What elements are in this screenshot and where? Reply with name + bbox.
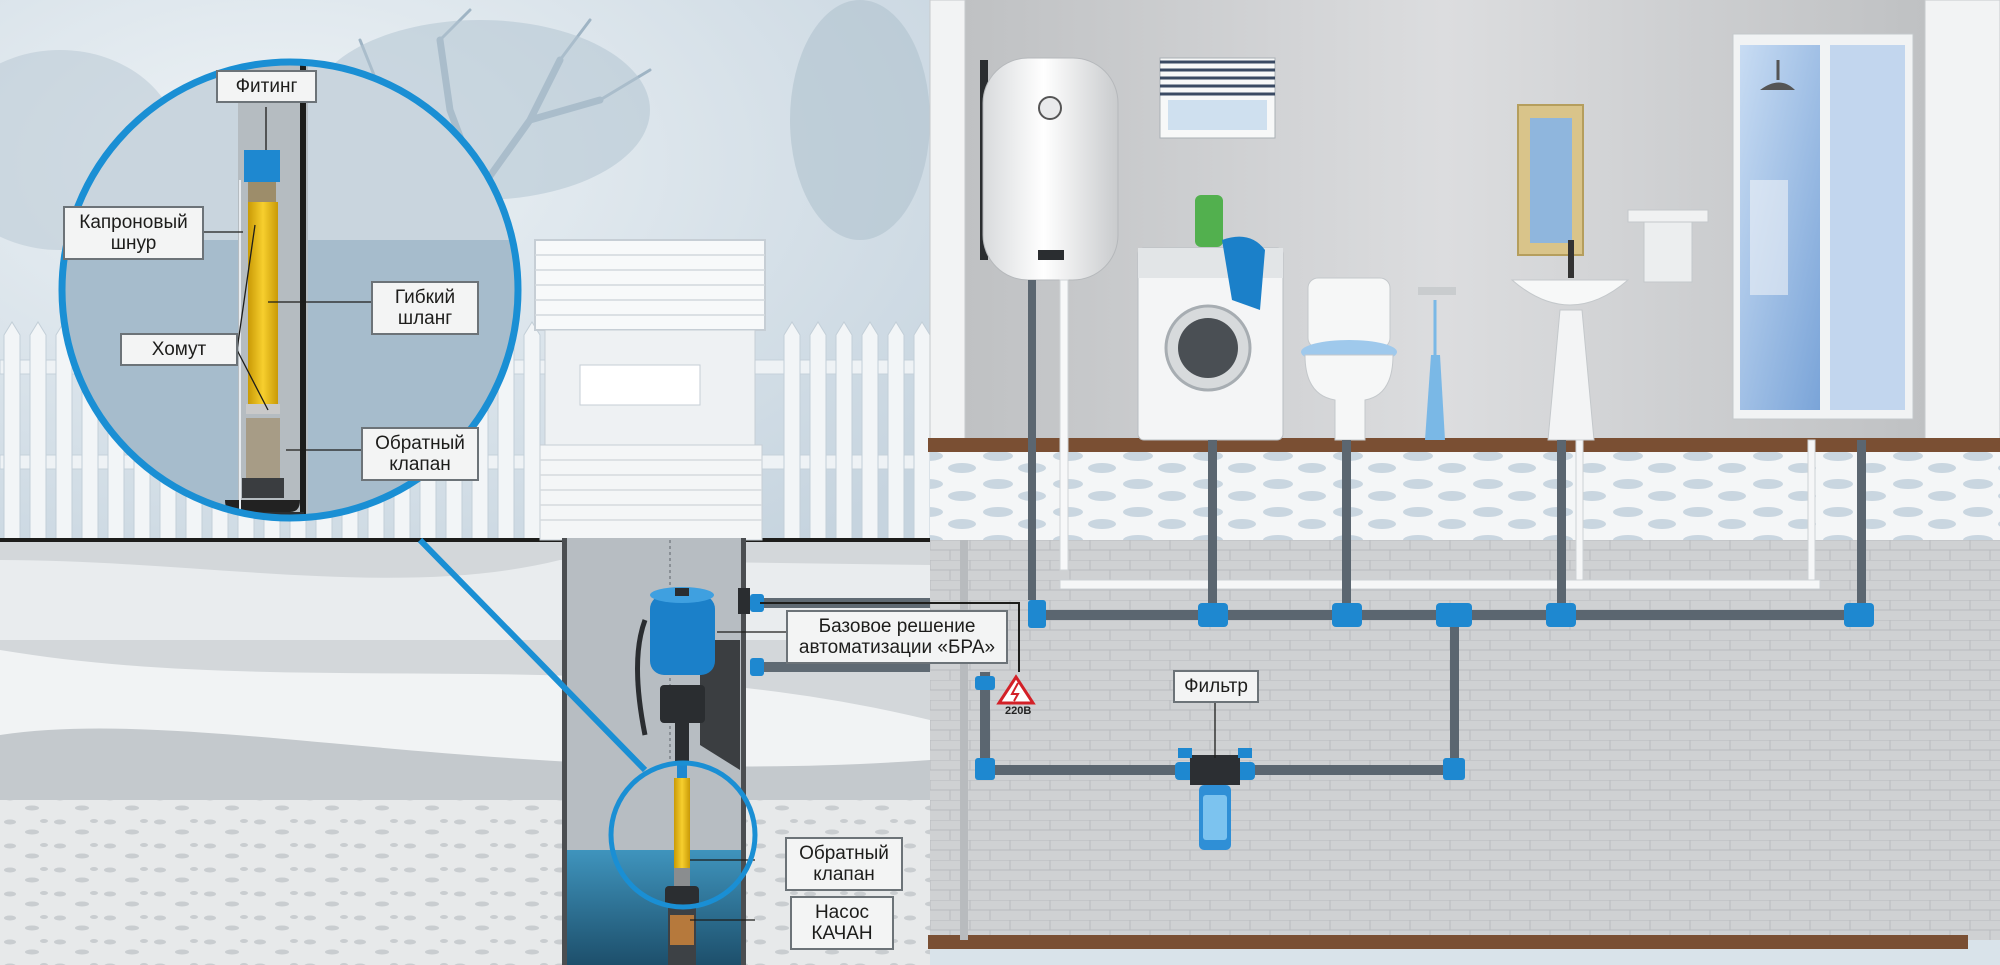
detail-leader-lines — [204, 107, 373, 451]
fence-picket — [887, 321, 905, 541]
label-nylon-cord: Капроновый шнур — [63, 206, 204, 260]
label-clamp-text: Хомут — [151, 339, 207, 360]
shower-cabin — [1732, 33, 1914, 420]
label-fitting-text: Фитинг — [235, 76, 298, 97]
toilet — [1301, 277, 1456, 441]
leader-lines — [690, 631, 1216, 921]
label-flexible-hose-line1: Гибкий — [394, 287, 456, 308]
label-filter: Фильтр — [1173, 670, 1259, 703]
fence-picket — [913, 321, 931, 541]
fence-picket — [809, 321, 827, 541]
label-check-valve-detail-line1: Обратный — [375, 433, 465, 454]
label-nylon-cord-line1: Капроновый — [79, 212, 188, 233]
label-filter-text: Фильтр — [1184, 676, 1248, 697]
label-check-valve-well: Обратный клапан — [785, 837, 903, 891]
fence-picket — [835, 321, 853, 541]
label-check-valve-well-line2: клапан — [813, 864, 875, 885]
label-check-valve-detail-line2: клапан — [389, 454, 451, 475]
label-check-valve-detail: Обратный клапан — [361, 427, 479, 481]
label-clamp: Хомут — [120, 333, 238, 366]
well-shaft — [562, 538, 746, 965]
power-line — [760, 602, 1020, 672]
fence-picket — [523, 321, 541, 541]
well-house — [534, 239, 766, 541]
label-automation-line1: Базовое решение — [818, 616, 976, 637]
water-heater — [980, 57, 1119, 600]
label-flexible-hose-line2: шланг — [397, 308, 453, 329]
water-filter — [1175, 748, 1255, 850]
fence-picket — [29, 321, 47, 541]
high-voltage-warning-icon — [996, 674, 1036, 705]
pipe-fittings — [975, 600, 1874, 780]
drain-pipes — [1059, 439, 1821, 590]
label-pump: Насос КАЧАН — [790, 896, 894, 950]
fence-picket — [783, 321, 801, 541]
label-pump-line1: Насос — [814, 902, 870, 923]
label-automation-line2: автоматизации «БРА» — [798, 637, 996, 658]
label-fitting: Фитинг — [216, 70, 317, 103]
mirror-sink — [1510, 104, 1709, 441]
washing-machine — [1137, 195, 1284, 441]
fence-picket — [3, 321, 21, 541]
label-automation: Базовое решение автоматизации «БРА» — [786, 610, 1008, 664]
fence-picket — [861, 321, 879, 541]
label-check-valve-well-line1: Обратный — [799, 843, 889, 864]
window — [1159, 57, 1276, 139]
label-pump-line2: КАЧАН — [811, 923, 873, 944]
label-flexible-hose: Гибкий шланг — [371, 281, 479, 335]
voltage-label: 220В — [1005, 705, 1032, 717]
label-nylon-cord-line2: шнур — [110, 233, 157, 254]
small-lens — [608, 760, 758, 910]
